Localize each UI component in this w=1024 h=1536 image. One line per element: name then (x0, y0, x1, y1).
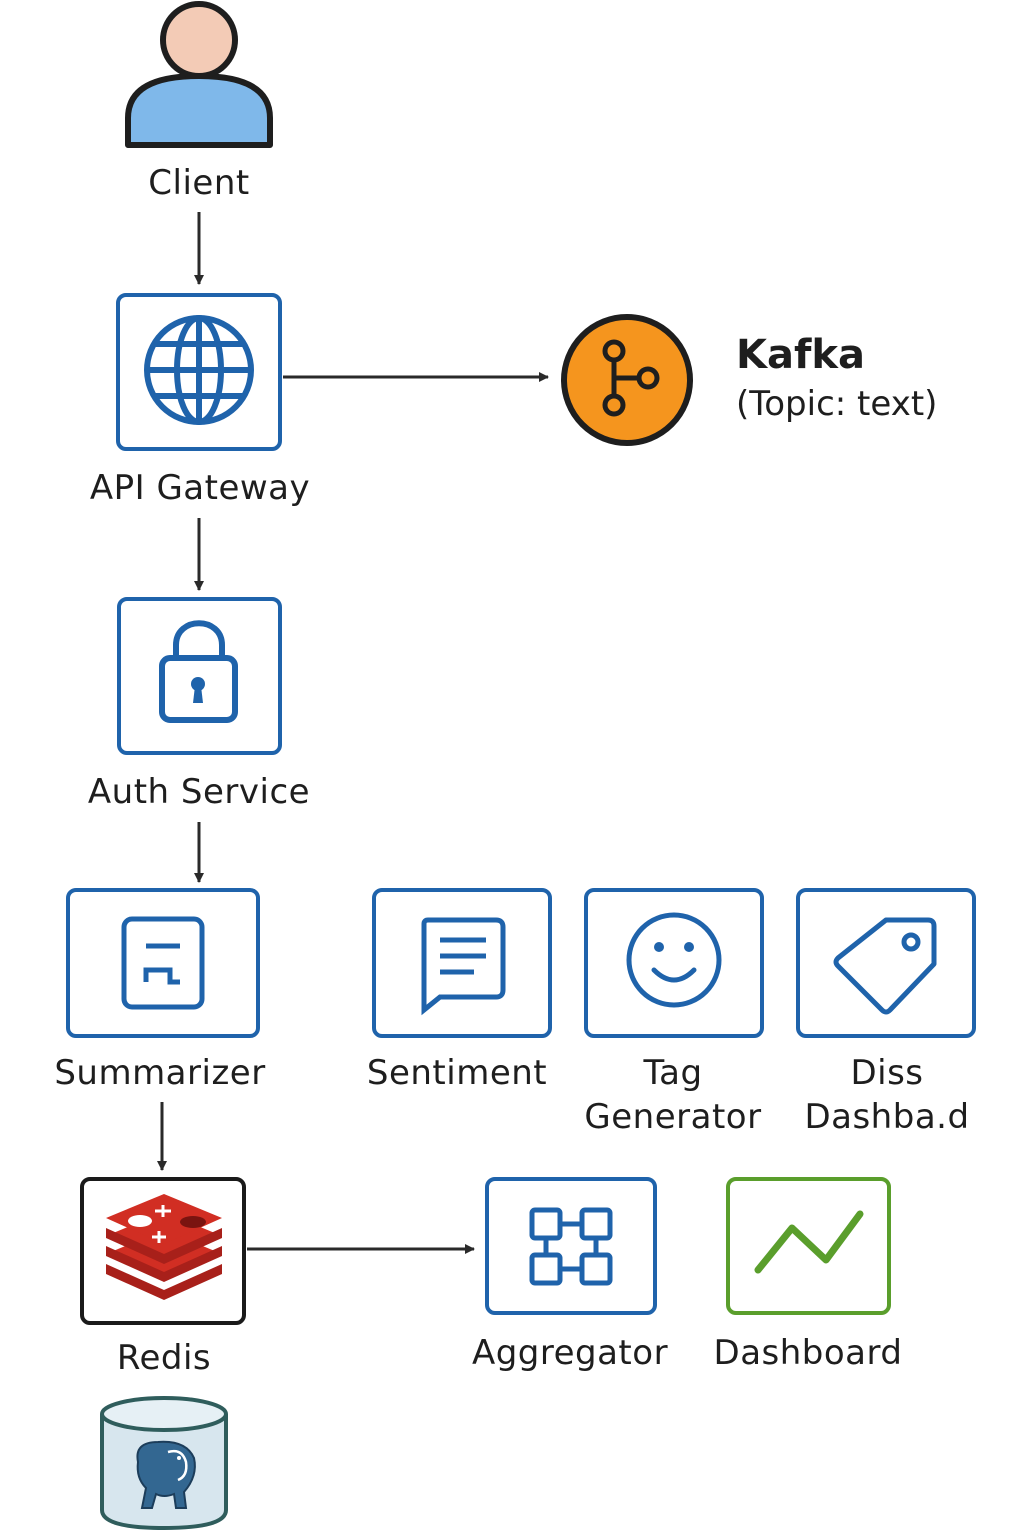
diss-dashboard-label-line1: Diss (850, 1053, 924, 1093)
user-icon (125, 1, 273, 148)
dashboard-label: Dashboard (713, 1333, 903, 1373)
network-icon (529, 1207, 613, 1286)
aggregator-box (485, 1177, 657, 1315)
kafka-icon (602, 339, 660, 417)
sentiment-label: Sentiment (366, 1053, 548, 1093)
summarizer-label: Summarizer (54, 1053, 266, 1093)
auth-service-node (117, 597, 282, 755)
sentiment-node (372, 888, 552, 1038)
kafka-label: Kafka (736, 332, 865, 378)
auth-service-label: Auth Service (87, 772, 311, 812)
redis-label: Redis (116, 1338, 212, 1378)
summarizer-box (66, 888, 260, 1038)
tag-generator-label-line2: Generator (584, 1097, 762, 1137)
tag-generator-node (584, 888, 764, 1038)
postgres-database-icon (100, 1396, 228, 1531)
chat-bubble-icon (421, 917, 506, 1016)
kafka-node (561, 314, 693, 446)
database-node (100, 1396, 228, 1531)
redis-node (80, 1177, 246, 1325)
document-icon (121, 916, 205, 1010)
globe-icon (144, 315, 254, 425)
edges (157, 212, 549, 1254)
diss-dashboard-box (796, 888, 976, 1038)
lock-icon (159, 620, 238, 723)
tag-generator-box (584, 888, 764, 1038)
redis-icon (106, 1194, 222, 1300)
api-gateway-node (116, 293, 282, 451)
tag-generator-label-line1: Tag (643, 1053, 703, 1093)
aggregator-node (485, 1177, 657, 1315)
aggregator-label: Aggregator (471, 1333, 669, 1373)
summarizer-node (66, 888, 260, 1038)
elephant-icon (136, 1440, 196, 1509)
client-node (125, 1, 273, 148)
api-gateway-label: API Gateway (89, 468, 311, 508)
kafka-topic-label: (Topic: text) (736, 384, 938, 424)
diss-dashboard-label-line2: Dashba.d (804, 1097, 970, 1137)
diss-dashboard-node (796, 888, 976, 1038)
sentiment-box (372, 888, 552, 1038)
smiley-icon (626, 912, 722, 1008)
client-label: Client (148, 163, 250, 203)
dashboard-node (726, 1177, 891, 1315)
tag-icon (833, 917, 937, 1015)
line-chart-icon (754, 1210, 864, 1274)
